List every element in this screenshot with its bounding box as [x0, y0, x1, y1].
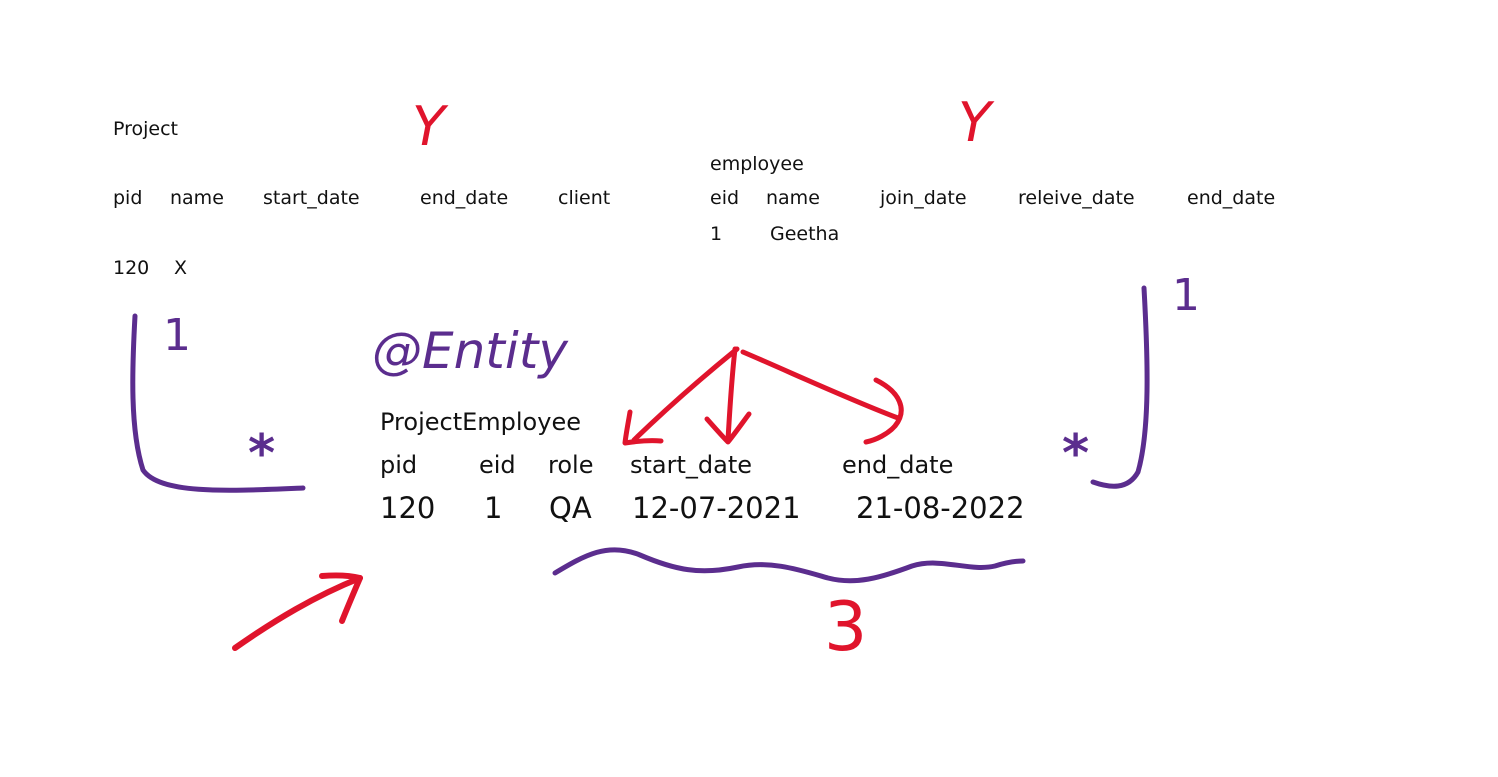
- join-cell-eid: 1: [484, 491, 503, 525]
- employee-col-eid: eid: [710, 187, 740, 209]
- join-col-role: role: [548, 451, 594, 479]
- fan-arrow-right-shaft: [740, 349, 901, 421]
- employee-col-join-date: join_date: [880, 187, 967, 209]
- fan-arrow-middle-head: [704, 411, 752, 445]
- join-col-end-date: end_date: [842, 451, 954, 479]
- join-cell-role: QA: [549, 491, 592, 525]
- employee-col-name: name: [766, 187, 820, 209]
- employee-col-end-date: end_date: [1187, 187, 1276, 209]
- pointer-arrow-shaft: [232, 575, 363, 651]
- fan-arrow-left-shaft: [631, 346, 740, 443]
- fan-arrow-left-head: [622, 409, 664, 446]
- join-col-start-date: start_date: [630, 451, 753, 479]
- project-cell-pid: 120: [113, 257, 150, 279]
- left-many-marker: *: [248, 424, 276, 484]
- employee-cell-name: Geetha: [770, 223, 840, 245]
- right-many-marker: *: [1062, 424, 1090, 484]
- employee-multiplicity-one: 1: [1172, 270, 1200, 321]
- project-col-start-date: start_date: [263, 187, 360, 209]
- join-cell-end-date: 21-08-2022: [856, 491, 1025, 525]
- count-annotation: 3: [824, 588, 868, 667]
- fan-arrow-middle-shaft: [725, 346, 738, 443]
- project-table-title: Project: [113, 118, 179, 140]
- project-col-client: client: [558, 187, 611, 209]
- project-col-pid: pid: [113, 187, 143, 209]
- check-mark-project: Y: [412, 95, 445, 158]
- left-bracket-stroke: [130, 313, 306, 493]
- join-col-eid: eid: [479, 451, 516, 479]
- pointer-arrow-head: [319, 572, 363, 624]
- project-multiplicity-one: 1: [163, 310, 191, 361]
- employee-cell-eid: 1: [710, 223, 723, 245]
- entity-annotation: @Entity: [372, 322, 568, 380]
- join-cell-pid: 120: [380, 491, 436, 525]
- join-table-title: ProjectEmployee: [380, 408, 581, 436]
- project-col-end-date: end_date: [420, 187, 509, 209]
- employee-table-title: employee: [710, 153, 804, 175]
- join-col-pid: pid: [380, 451, 418, 479]
- wavy-underline-stroke: [552, 547, 1026, 584]
- employee-col-releive-date: releive_date: [1018, 187, 1135, 209]
- fan-arrow-right-head: [863, 377, 904, 445]
- join-cell-start-date: 12-07-2021: [632, 491, 801, 525]
- right-bracket-stroke: [1090, 285, 1150, 489]
- project-cell-name: X: [174, 257, 188, 279]
- project-col-name: name: [170, 187, 224, 209]
- check-mark-employee: Y: [958, 91, 991, 154]
